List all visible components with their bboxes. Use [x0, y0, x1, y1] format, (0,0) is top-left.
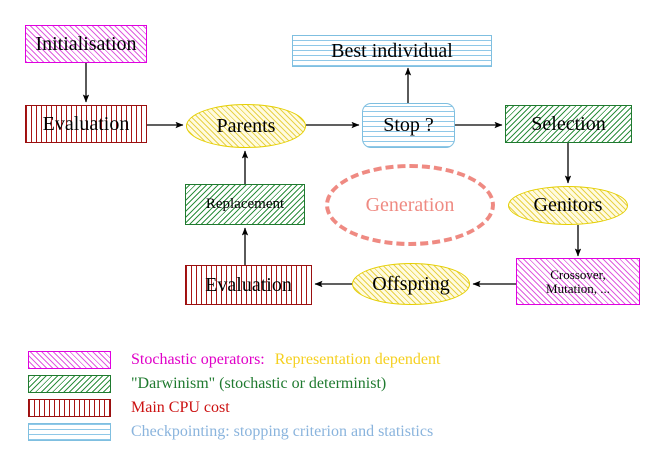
node-selection[interactable]: Selection [505, 105, 632, 143]
legend-label-representation: Representation dependent [274, 351, 441, 368]
legend-label-darwinism: "Darwinism" (stochastic or determinist) [131, 375, 387, 392]
node-initialisation[interactable]: Initialisation [25, 25, 147, 63]
node-replacement[interactable]: Replacement [185, 184, 305, 225]
node-generation-annotation: Generation [325, 164, 495, 246]
node-offspring[interactable]: Offspring [352, 263, 470, 305]
legend-row-stochastic: Stochastic operators: Representation depe… [28, 348, 440, 372]
node-best-individual[interactable]: Best individual [292, 35, 492, 67]
node-genitors[interactable]: Genitors [508, 186, 628, 225]
legend-text-stochastic: Stochastic operators: Representation depe… [131, 351, 440, 369]
node-crossover-mutation[interactable]: Crossover, Mutation, ... [516, 258, 640, 305]
legend-swatch-red-vertical-hatch [28, 399, 111, 417]
legend-label-stochastic: Stochastic operators: [131, 351, 265, 368]
legend-swatch-blue-horizontal-hatch [28, 423, 111, 441]
node-parents[interactable]: Parents [186, 104, 306, 148]
legend-swatch-green-diagonal-hatch [28, 375, 111, 393]
node-evaluation-top[interactable]: Evaluation [25, 105, 147, 143]
node-evaluation-bottom[interactable]: Evaluation [185, 265, 312, 305]
node-stop[interactable]: Stop ? [362, 103, 455, 148]
legend-text-checkpointing: Checkpointing: stopping criterion and st… [131, 423, 433, 441]
legend-text-darwinism: "Darwinism" (stochastic or determinist) [131, 375, 386, 393]
legend-row-checkpointing: Checkpointing: stopping criterion and st… [28, 420, 433, 444]
legend-row-cpu: Main CPU cost [28, 396, 230, 420]
legend-swatch-magenta-diagonal-hatch [28, 351, 111, 369]
generation-label: Generation [365, 193, 455, 216]
legend: Stochastic operators: Representation depe… [0, 336, 662, 471]
legend-text-cpu: Main CPU cost [131, 399, 230, 417]
legend-label-checkpointing: Checkpointing: stopping criterion and st… [131, 423, 434, 440]
legend-label-cpu: Main CPU cost [131, 399, 230, 416]
legend-row-darwinism: "Darwinism" (stochastic or determinist) [28, 372, 386, 396]
